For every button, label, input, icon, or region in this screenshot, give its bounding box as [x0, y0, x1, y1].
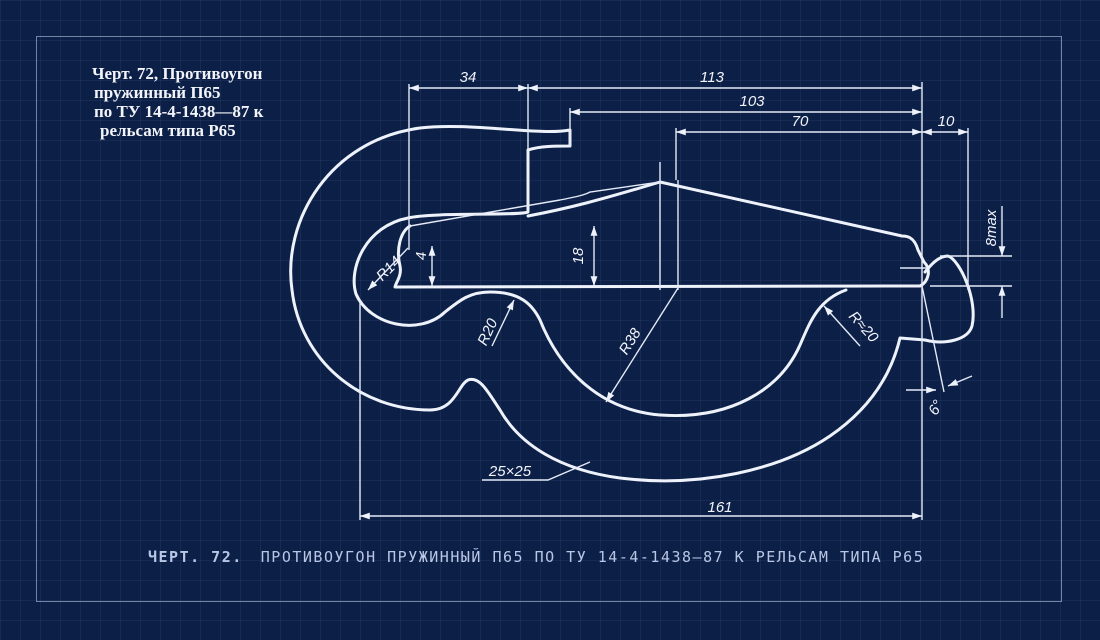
drawing-note: Черт. 72, Противоугон пружинный П65 по Т…	[92, 64, 322, 140]
dim-4: 4	[413, 252, 430, 260]
note-line-3: по ТУ 14-4-1438—87 к	[94, 102, 264, 121]
dim-r38: R38	[616, 325, 645, 358]
dim-10: 10	[938, 113, 955, 130]
dim-103: 103	[739, 93, 765, 110]
caption-number: ЧЕРТ. 72.	[148, 548, 243, 566]
dim-6-degrees: 6°	[925, 397, 947, 418]
note-line-1: Черт. 72, Противоугон	[92, 64, 263, 83]
caption-text: ПРОТИВОУГОН ПРУЖИННЫЙ П65 ПО ТУ 14-4-143…	[260, 548, 925, 566]
anchor-outline	[289, 125, 975, 483]
dim-113: 113	[700, 69, 725, 86]
dim-34: 34	[460, 69, 477, 86]
dim-25x25: 25×25	[488, 463, 532, 480]
dimension-labels: 34 113 103 70 10 8max 18 4 R14 R20 R38 R…	[373, 69, 1000, 516]
dim-8max: 8max	[983, 209, 1000, 246]
tongue-top-edge	[409, 181, 661, 227]
extension-lines	[359, 82, 1012, 520]
note-line-2: пружинный П65	[94, 83, 221, 102]
tongue-contour	[393, 180, 930, 289]
hook-inner-contour	[352, 148, 848, 418]
drawing-frame	[36, 36, 1062, 602]
dim-161: 161	[707, 499, 732, 516]
center-axis	[659, 162, 679, 290]
dim-r20-approx: R≈20	[845, 308, 882, 346]
note-line-4: рельсам типа Р65	[100, 121, 236, 140]
figure-caption: ЧЕРТ. 72. ПРОТИВОУГОН ПРУЖИННЫЙ П65 ПО ТУ…	[148, 548, 924, 566]
outer-contour	[289, 125, 975, 483]
dim-70: 70	[792, 113, 809, 130]
dim-r20: R20	[474, 315, 501, 348]
dimension-lines	[360, 84, 1006, 520]
dim-18: 18	[570, 247, 587, 264]
